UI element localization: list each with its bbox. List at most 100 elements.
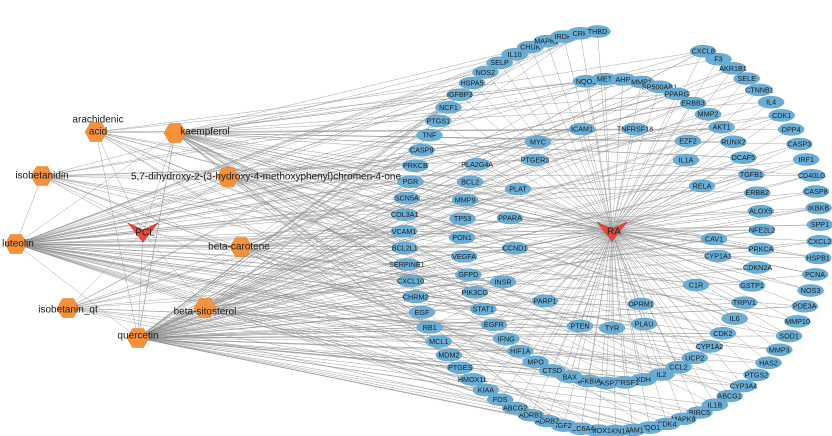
target-node-insr[interactable]: INSR [489, 275, 517, 289]
target-node-cxcl10[interactable]: CXCL10 [397, 274, 424, 288]
target-node-pde3a[interactable]: PDE3A [791, 299, 818, 313]
target-node-nos2[interactable]: NOS2 [472, 66, 499, 79]
target-node-ikbkb[interactable]: IKBKB [805, 201, 832, 215]
target-node-f3[interactable]: F3 [705, 52, 732, 66]
target-node-gfpd[interactable]: GFPD [455, 268, 482, 281]
target-node-rb1[interactable]: RB1 [416, 321, 443, 334]
target-node-prkcb[interactable]: PRKCB [402, 159, 429, 172]
target-node-dcaf5[interactable]: DCAF5 [730, 151, 757, 164]
target-node-sele[interactable]: SELE [733, 72, 760, 85]
compound-node-kaempferol[interactable]: kaempferol [163, 123, 230, 143]
target-node-cdk1[interactable]: CDK1 [768, 109, 795, 122]
target-node-pparg[interactable]: PPARG [663, 87, 691, 101]
compound-node-isobetanidin[interactable]: isobetanidin [15, 166, 69, 186]
target-node-gstp1[interactable]: GSTP1 [738, 279, 766, 292]
target-node-hif1a[interactable]: HIF1A [506, 344, 534, 358]
target-node-casp9[interactable]: CASP9 [408, 143, 435, 157]
target-node-tnf[interactable]: TNF [416, 128, 443, 142]
target-node-c1r[interactable]: C1R [682, 278, 710, 292]
target-node-ucp2[interactable]: UCP2 [681, 351, 708, 365]
target-node-pten[interactable]: PTEN [566, 319, 594, 333]
target-node-il4[interactable]: IL4 [757, 95, 785, 109]
target-node-thbd[interactable]: THBD [584, 25, 611, 38]
target-node-parp1[interactable]: PARP1 [531, 294, 559, 308]
target-node-pon1[interactable]: PON1 [448, 231, 476, 244]
target-node-bcl2[interactable]: BCL2 [456, 175, 484, 189]
target-node-alox5[interactable]: ALOX5 [747, 204, 774, 218]
target-node-trpv1[interactable]: TRPV1 [731, 296, 758, 309]
target-node-hmox1l[interactable]: HMOX1L [458, 373, 488, 386]
target-node-akt1[interactable]: AKT1 [708, 120, 735, 134]
target-node-plat[interactable]: PLAT [504, 182, 532, 196]
target-node-sp500ab1[interactable]: SP500AB1 [642, 80, 677, 94]
target-node-scn5a[interactable]: SCN5A [393, 191, 421, 205]
target-node-sod1[interactable]: SOD1 [775, 329, 803, 343]
target-node-il1a[interactable]: IL1A [672, 153, 700, 167]
target-node-ptgs1[interactable]: PTGS1 [425, 114, 452, 128]
target-node-cyp1a2[interactable]: CYP1A2 [696, 340, 724, 353]
target-node-tyr[interactable]: TYR [598, 321, 626, 335]
target-node-fos[interactable]: FOS [486, 393, 514, 406]
target-node-cyp1a1[interactable]: CYP1A1 [704, 249, 732, 263]
target-node-mmp10[interactable]: MMP10 [784, 315, 811, 328]
target-node-runx2[interactable]: RUNX2 [720, 135, 747, 149]
target-node-ctnnb1[interactable]: CTNNB1 [745, 83, 774, 97]
target-node-spp1[interactable]: SPP1 [806, 218, 832, 231]
compound-node-beta-carotene[interactable]: beta-carotene [208, 237, 270, 257]
target-node-cdk2[interactable]: CDK2 [709, 327, 737, 340]
target-node-ptger3[interactable]: PTGER3 [521, 153, 550, 167]
target-node-cav1[interactable]: CAV1 [700, 232, 728, 246]
target-node-bcl2l1[interactable]: BCL2L1 [391, 241, 419, 255]
target-node-ppara[interactable]: PPARA [496, 211, 524, 225]
target-node-dpp4[interactable]: DPP4 [777, 123, 805, 136]
compound-node-5-7-dihydroxy-2-3-hydroxy-4-methoxyphenyl-chromen-4-one[interactable]: 5,7-dihydroxy-2-(3-hydroxy-4-methoxyphen… [131, 167, 402, 187]
hub-node-ra[interactable]: RA [596, 221, 628, 242]
target-node-cd40lg[interactable]: CD40LG [798, 169, 826, 182]
target-node-ccl2[interactable]: CCL2 [665, 360, 692, 374]
target-node-irf1[interactable]: IRF1 [792, 153, 820, 166]
target-node-pik3cg[interactable]: PIK3CG [461, 286, 489, 299]
target-node-cxcl2[interactable]: CXCL2 [806, 235, 832, 248]
target-node-egf[interactable]: EGF [408, 306, 436, 319]
target-node-pcna[interactable]: PCNA [801, 268, 829, 281]
target-node-plau[interactable]: PLAU [630, 317, 658, 331]
target-node-ncf1[interactable]: NCF1 [435, 101, 462, 114]
target-node-col3a1[interactable]: COL3A1 [391, 208, 419, 221]
target-node-mcl1[interactable]: MCL1 [425, 335, 452, 348]
target-node-cyp3a4[interactable]: CYP3A4 [730, 379, 758, 393]
target-node-hspa5[interactable]: HSPA5 [458, 76, 486, 90]
target-node-ptgs2[interactable]: PTGS2 [743, 368, 770, 382]
target-node-igfbp3[interactable]: IGFBP3 [446, 88, 474, 101]
target-node-rela[interactable]: RELA [688, 179, 716, 193]
target-node-ifng[interactable]: IFNG [492, 332, 520, 346]
target-node-abcg2[interactable]: ABCG2 [501, 401, 529, 415]
target-node-mdm2[interactable]: MDM2 [435, 348, 463, 362]
target-node-abcg1[interactable]: ABCG1 [716, 389, 743, 403]
target-node-pgr[interactable]: PGR [397, 175, 424, 188]
target-node-il1b[interactable]: IL1B [701, 398, 729, 412]
compound-node-isobetanin-qt[interactable]: isobetanin_qt [38, 298, 98, 318]
target-node-kiaa[interactable]: KIAA [472, 383, 500, 397]
target-node-erbb2[interactable]: ERBB2 [743, 186, 771, 199]
target-node-vcam1[interactable]: VCAM1 [390, 225, 418, 238]
target-node-mpo[interactable]: MPO [522, 355, 549, 369]
target-node-mmp2[interactable]: MMP2 [694, 107, 722, 121]
target-node-has2[interactable]: HAS2 [755, 356, 782, 370]
target-node-oprm1[interactable]: OPRM1 [627, 297, 655, 311]
target-node-serpine1[interactable]: SERPINE1 [389, 258, 425, 271]
target-node-chrm2[interactable]: CHRM2 [402, 290, 429, 304]
target-node-casp8[interactable]: CASP8 [802, 185, 830, 198]
hub-node-pcl[interactable]: PCL [127, 222, 159, 243]
target-node-ctsd[interactable]: CTSD [538, 364, 566, 377]
target-node-stat1[interactable]: STAT1 [470, 302, 497, 316]
target-node-pla2g4a[interactable]: PLA2G4A [461, 158, 493, 171]
target-node-myc[interactable]: MYC [524, 135, 552, 149]
target-node-selp[interactable]: SELP [486, 56, 513, 69]
target-node-ccnd1[interactable]: CCND1 [501, 241, 529, 255]
target-node-il6[interactable]: IL6 [721, 312, 748, 325]
target-node-ezf2[interactable]: EZF2 [674, 134, 702, 148]
target-node-egfr[interactable]: EGFR [480, 318, 508, 331]
target-node-ptges[interactable]: PTGES [446, 361, 474, 374]
target-node-tnfrsf18[interactable]: TNFRSF18 [617, 122, 653, 136]
